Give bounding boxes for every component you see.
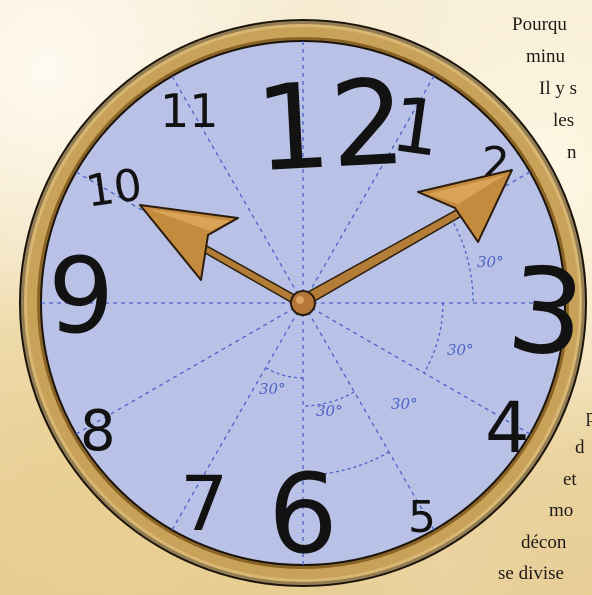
angle-label: 30° <box>316 402 343 420</box>
angle-label: 30° <box>447 341 474 359</box>
numeral-7: 7 <box>180 459 228 548</box>
numeral-4: 4 <box>485 387 530 469</box>
angle-label: 30° <box>477 253 504 271</box>
angle-label: 30° <box>391 395 418 413</box>
numeral-8: 8 <box>80 399 116 464</box>
numeral-11: 11 <box>160 84 219 138</box>
numeral-12: 12 <box>252 53 409 199</box>
numeral-6: 6 <box>268 450 338 578</box>
numeral-9: 9 <box>48 235 114 357</box>
angle-label: 30° <box>259 380 286 398</box>
numeral-3: 3 <box>502 239 591 384</box>
numeral-10: 10 <box>83 159 146 217</box>
center-pin <box>291 291 315 315</box>
numeral-5: 5 <box>408 492 436 543</box>
